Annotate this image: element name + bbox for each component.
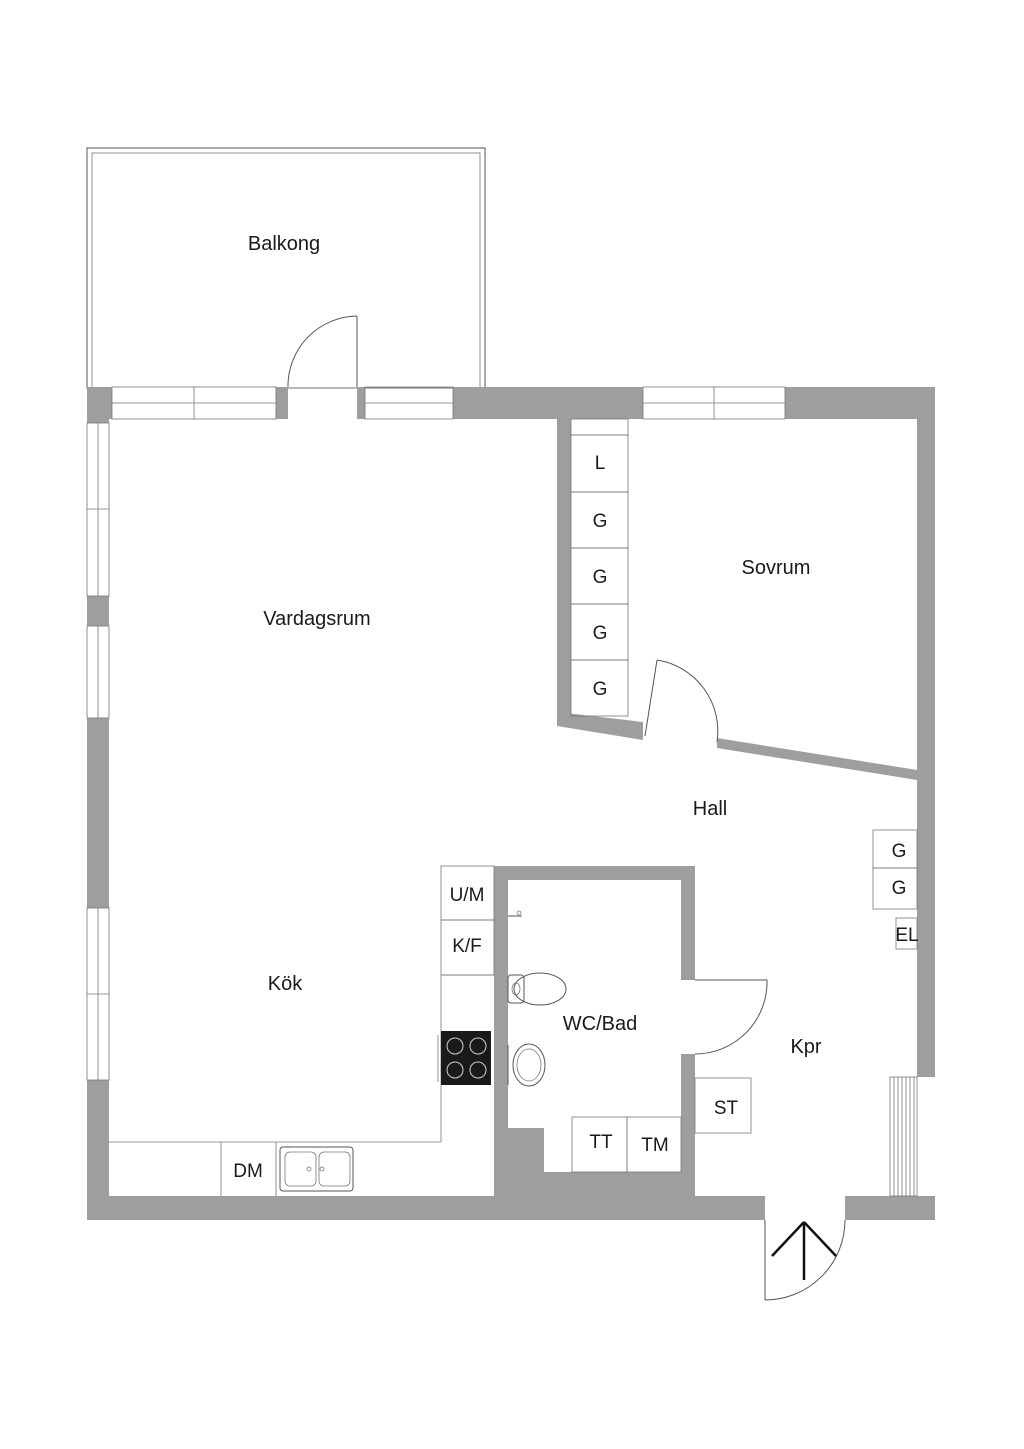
- windows: [86, 386, 918, 1197]
- sink: [507, 1043, 546, 1087]
- balcony-railing: [86, 147, 486, 389]
- drying-cabinet: [694, 1077, 752, 1134]
- tumble-dryer-label: TT: [589, 1132, 613, 1153]
- fridge-freezer-label: U/M: [450, 885, 485, 906]
- wardrobe-column: [570, 418, 629, 717]
- room-label-hall: Hall: [693, 798, 727, 820]
- bedroom-door: [644, 659, 719, 743]
- entrance-door: [764, 1219, 846, 1301]
- room-label-vardagsrum: Vardagsrum: [263, 608, 370, 630]
- kitchen-counter: [109, 865, 495, 1196]
- room-label-kpr: Kpr: [790, 1036, 821, 1058]
- bedroom-walls: [557, 419, 917, 780]
- closet-label-g2: G: [593, 567, 608, 588]
- electric-panel-label: EL: [895, 925, 918, 946]
- dishwasher-label: DM: [233, 1161, 263, 1182]
- balcony-door: [287, 315, 358, 388]
- closet-label-g4: G: [593, 679, 608, 700]
- laundry-units: [571, 1116, 682, 1173]
- toilet: [507, 972, 567, 1006]
- kitchen-sink: [279, 1146, 354, 1192]
- washing-machine-label: TM: [641, 1135, 668, 1156]
- stove: [437, 1031, 491, 1085]
- hall-closets: [872, 829, 918, 950]
- bathroom-door: [694, 979, 768, 1055]
- fridge-label: K/F: [452, 936, 482, 957]
- room-label-kok: Kök: [268, 973, 303, 995]
- hall-closet-label-g1: G: [892, 841, 907, 862]
- drying-cabinet-label: ST: [714, 1098, 739, 1119]
- closet-label-g1: G: [593, 511, 608, 532]
- hall-closet-label-g2: G: [892, 878, 907, 899]
- room-label-sovrum: Sovrum: [742, 557, 811, 579]
- entrance-arrow-icon: [771, 1221, 837, 1280]
- closet-label-g3: G: [593, 623, 608, 644]
- shower-tap: [508, 910, 522, 917]
- bathroom-walls: [494, 866, 695, 1220]
- closet-label-l: L: [595, 453, 606, 474]
- room-label-balkong: Balkong: [248, 233, 320, 255]
- outer-walls: [87, 387, 935, 1220]
- room-label-wc-bad: WC/Bad: [563, 1013, 637, 1035]
